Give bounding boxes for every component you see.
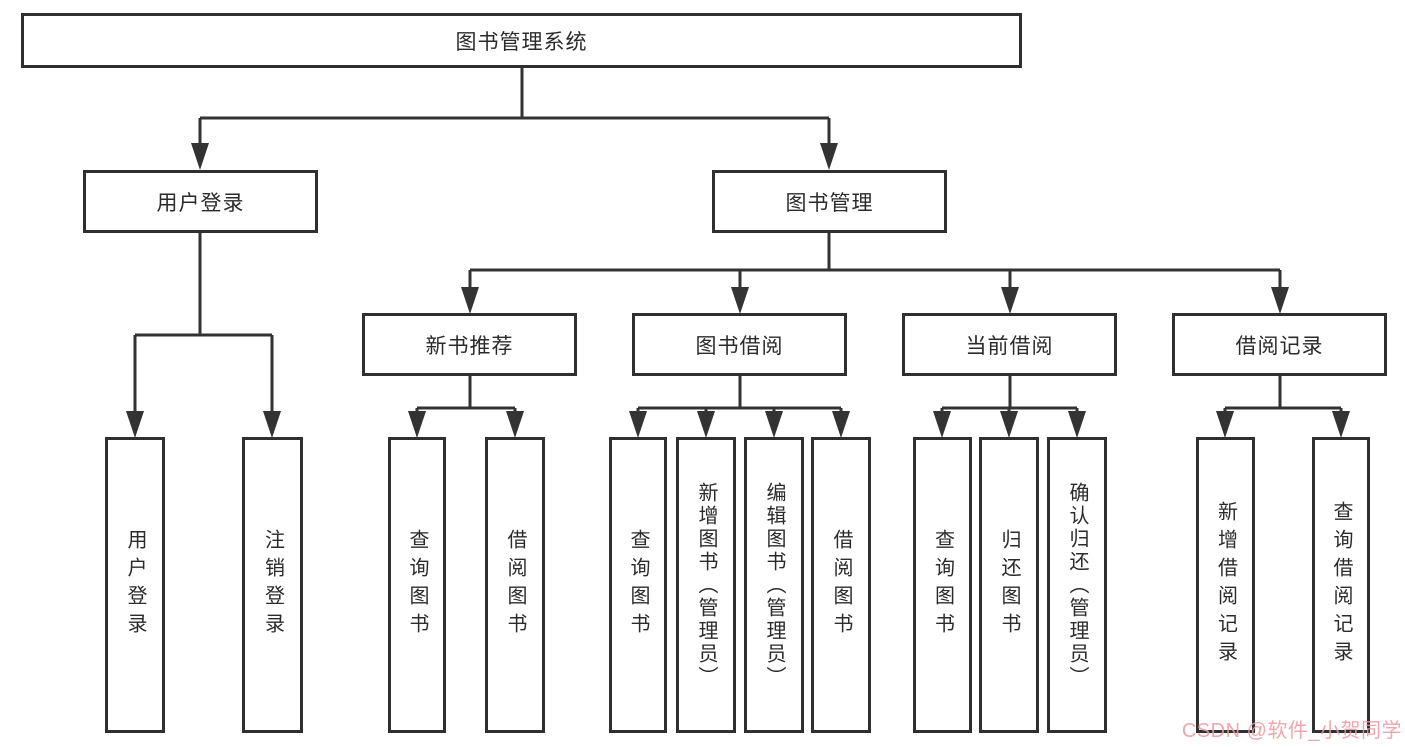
node-label: 注销登录 (261, 529, 284, 641)
leaf-edit-books-admin: 编辑图书（管理员） (744, 437, 804, 733)
arrow-icon (506, 411, 524, 438)
leaf-borrow-books-recommend: 借阅图书 (485, 437, 545, 733)
node-label: 当前借阅 (965, 334, 1054, 358)
arrow-icon (1216, 411, 1234, 438)
arrow-icon (820, 143, 838, 170)
node-label: 归还图书 (998, 529, 1020, 641)
arrow-icon (765, 411, 783, 438)
node-label: 借阅记录 (1235, 334, 1324, 358)
arrow-icon (1271, 287, 1289, 314)
arrow-icon (1001, 287, 1019, 314)
node-borrow-records: 借阅记录 (1172, 313, 1387, 376)
node-label: 新增图书（管理员） (695, 481, 717, 689)
arrow-icon (697, 411, 715, 438)
node-label: 新书推荐 (425, 334, 514, 358)
arrow-icon (263, 411, 281, 438)
arrowheads (126, 143, 1350, 438)
node-label: 图书借阅 (695, 334, 784, 358)
arrow-icon (731, 287, 749, 314)
node-label: 新增借阅记录 (1214, 501, 1237, 669)
node-label: 查询图书 (931, 529, 954, 641)
connector-new-books-split (415, 376, 517, 413)
connector-book-mgmt-split (468, 233, 1282, 288)
node-label: 编辑图书（管理员） (763, 481, 785, 689)
arrow-icon (832, 411, 850, 438)
node-label: 图书管理系统 (455, 30, 588, 54)
leaf-borrow-books: 借阅图书 (811, 437, 871, 733)
connector-root-split (198, 68, 831, 144)
arrow-icon (191, 143, 209, 170)
node-library-system: 图书管理系统 (21, 13, 1022, 68)
connector-borrow-split (636, 376, 843, 413)
arrow-icon (1068, 411, 1086, 438)
arrow-icon (1332, 411, 1350, 438)
arrow-icon (126, 411, 144, 438)
node-book-borrowing: 图书借阅 (632, 313, 847, 376)
arrow-icon (461, 287, 479, 314)
leaf-add-books-admin: 新增图书（管理员） (676, 437, 736, 733)
leaf-query-borrow-record: 查询借阅记录 (1312, 437, 1370, 733)
leaf-query-books-recommend: 查询图书 (388, 437, 446, 733)
arrow-icon (1000, 411, 1018, 438)
leaf-query-books-current: 查询图书 (913, 437, 972, 733)
arrow-icon (408, 411, 426, 438)
node-label: 借阅图书 (504, 529, 526, 641)
leaf-confirm-return-admin: 确认归还（管理员） (1047, 437, 1107, 733)
leaf-logout: 注销登录 (242, 437, 303, 733)
arrow-icon (629, 411, 647, 438)
node-label: 查询借阅记录 (1330, 501, 1352, 669)
leaf-add-borrow-record: 新增借阅记录 (1196, 437, 1255, 733)
node-label: 查询图书 (627, 529, 649, 641)
leaf-user-login: 用户登录 (105, 437, 165, 733)
node-label: 确认归还（管理员） (1066, 481, 1088, 689)
node-label: 用户登录 (124, 529, 146, 641)
watermark-text: CSDN @软件_小贺同学 (1181, 720, 1402, 742)
node-current-borrowing: 当前借阅 (902, 313, 1117, 376)
node-book-management: 图书管理 (712, 170, 947, 233)
connector-records-split (1223, 376, 1343, 413)
node-label: 查询图书 (406, 529, 428, 641)
connector-current-split (940, 376, 1079, 413)
node-new-book-recommend: 新书推荐 (362, 313, 577, 376)
arrow-icon (933, 411, 951, 438)
node-user-login: 用户登录 (83, 170, 318, 233)
node-label: 借阅图书 (830, 529, 852, 641)
node-label: 图书管理 (785, 191, 874, 215)
node-label: 用户登录 (156, 191, 245, 215)
leaf-query-books-borrow: 查询图书 (609, 437, 667, 733)
leaf-return-books: 归还图书 (979, 437, 1039, 733)
connector-user-login-split (133, 233, 274, 413)
